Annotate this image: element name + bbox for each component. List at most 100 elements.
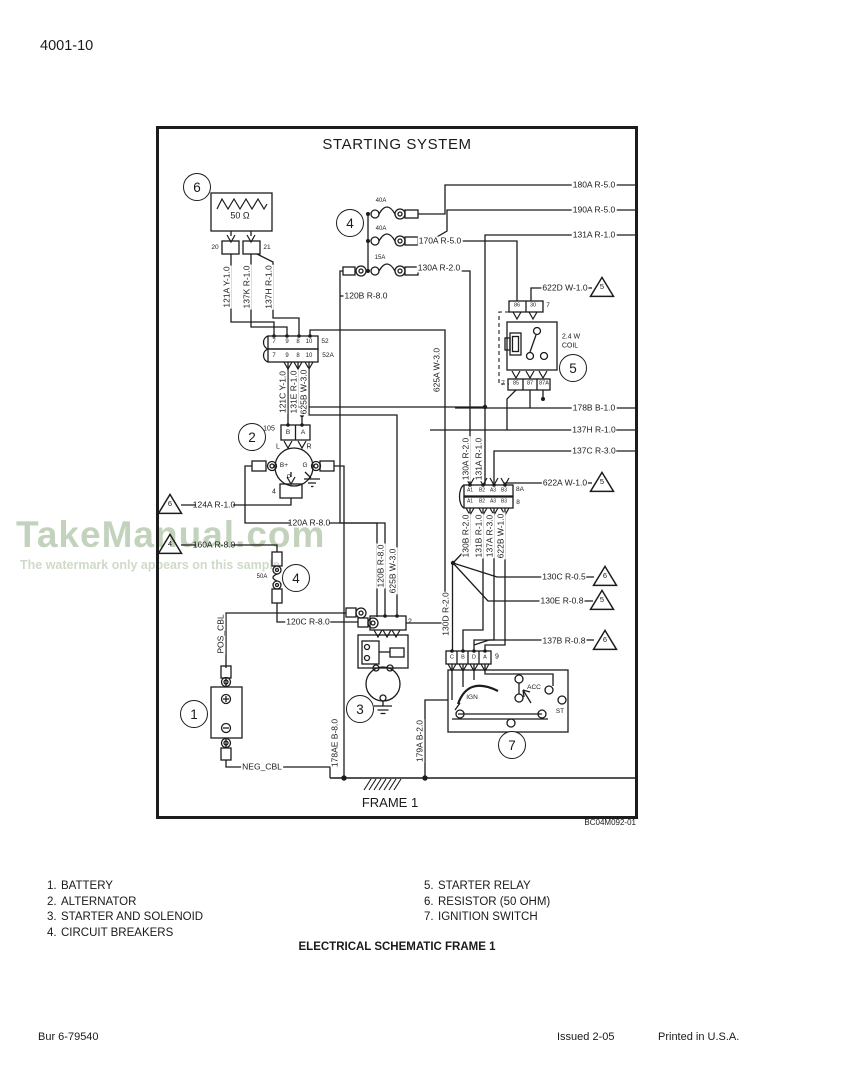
pin-label: A1 <box>466 487 474 494</box>
component-callout: 2 <box>238 423 266 451</box>
legend-item: 1. BATTERY <box>47 880 113 892</box>
legend-item-number: 4. <box>47 926 57 939</box>
wire-label-vertical: POS_CBL <box>215 613 226 655</box>
pin-label: 87 <box>526 380 534 387</box>
pin-label: 85 <box>512 380 520 387</box>
pin-label: 40A <box>375 198 387 204</box>
pin-label: 8 <box>296 339 300 345</box>
triangle-icon <box>592 564 618 587</box>
legend-item-number: 1. <box>47 880 57 892</box>
triangle-icon <box>589 275 615 298</box>
wire-label: 180A R-5.0 <box>571 179 617 190</box>
component-callout: 5 <box>559 354 587 382</box>
pin-label: 86 <box>513 302 521 309</box>
wire-label: 130E R-0.8 <box>539 595 585 606</box>
legend-item-label: RESISTOR (50 OHM) <box>438 895 551 908</box>
wire-label: 178B B-1.0 <box>571 402 617 413</box>
wire-label-vertical: 137H R-1.0 <box>263 264 274 310</box>
triangle-icon <box>592 628 618 651</box>
triangle-icon <box>157 532 183 555</box>
wire-label: 137B R-0.8 <box>541 635 587 646</box>
frame-reference-triangle: 5 <box>589 470 615 493</box>
pin-label: 7 <box>272 353 276 359</box>
component-callout: 3 <box>346 695 374 723</box>
pin-label: COIL <box>561 342 579 350</box>
wire-label: 137C R-3.0 <box>571 445 617 456</box>
wire-label-vertical: 130A R-2.0 <box>460 436 471 482</box>
page-number: 4001-10 <box>40 38 94 54</box>
wire-label-vertical: 120B R-8.0 <box>375 543 386 589</box>
pin-label: 10 <box>305 353 313 359</box>
wire-label-vertical: 622B W-1.0 <box>495 512 506 560</box>
component-callout: 4 <box>336 209 364 237</box>
component-callout: 7 <box>498 731 526 759</box>
pin-label: 8 <box>296 353 300 359</box>
pin-label: A <box>300 428 306 436</box>
legend-item-number: 5. <box>424 880 434 892</box>
wire-label: 137H R-1.0 <box>571 424 617 435</box>
wire-label-vertical: 121A Y-1.0 <box>221 265 232 309</box>
triangle-icon <box>157 492 183 515</box>
pin-label: 7 <box>272 339 276 345</box>
legend-item-label: ALTERNATOR <box>61 895 137 908</box>
pin-label: R <box>306 443 312 451</box>
pin-label: 8A <box>516 485 524 493</box>
pin-label: B <box>461 654 465 661</box>
schematic-frame <box>156 126 638 819</box>
pin-label: IGN <box>466 693 478 701</box>
pin-label: ST <box>555 707 565 715</box>
pin-label: A3 <box>489 498 497 505</box>
pin-label: 2 <box>408 618 412 626</box>
legend-item-number: 6. <box>424 895 434 908</box>
pin-label: 50A <box>256 574 268 580</box>
pin-label: G <box>302 461 308 469</box>
wire-label: 120B R-8.0 <box>343 290 389 301</box>
wire-label-vertical: 178AE B-8.0 <box>329 717 340 769</box>
wire-label: NEG_CBL <box>241 761 283 772</box>
legend-item: 7. IGNITION SWITCH <box>424 911 538 923</box>
watermark-subtext: The watermark only appears on this sampl… <box>20 558 280 572</box>
triangle-icon <box>589 470 615 493</box>
schematic-title: STARTING SYSTEM <box>322 136 472 153</box>
pin-label: D <box>472 654 476 661</box>
pin-label: A1 <box>466 498 474 505</box>
wire-label-vertical: 131E R-1.0 <box>288 369 299 415</box>
component-callout: 6 <box>183 173 211 201</box>
frame-reference-triangle: 6 <box>157 492 183 515</box>
component-callout: 1 <box>180 700 208 728</box>
legend-item-label: STARTER RELAY <box>438 880 531 892</box>
legend-item-number: 7. <box>424 911 434 923</box>
wire-label-vertical: 130D R-2.0 <box>440 591 451 637</box>
footer-doc-number: Bur 6-79540 <box>38 1031 99 1043</box>
pin-label: 20 <box>211 243 219 251</box>
frame-reference-triangle: 4 <box>157 532 183 555</box>
pin-label: 4 <box>272 488 276 496</box>
pin-label: B3 <box>500 487 508 494</box>
pin-label: 9 <box>495 653 499 661</box>
pin-label: 21 <box>263 243 271 251</box>
legend-item: 5. STARTER RELAY <box>424 880 531 892</box>
pin-label: 9 <box>285 339 289 345</box>
pin-label: A <box>483 654 487 661</box>
legend-item: 6. RESISTOR (50 OHM) <box>424 896 550 908</box>
wire-label-vertical: 130B R-2.0 <box>460 513 471 559</box>
legend-item-label: IGNITION SWITCH <box>438 911 538 923</box>
wire-label: 124A R-1.0 <box>192 499 236 510</box>
frame-reference-triangle: 6 <box>592 564 618 587</box>
component-callout: 4 <box>282 564 310 592</box>
pin-label: ACC <box>527 683 541 691</box>
legend-item-label: BATTERY <box>61 880 113 892</box>
pin-label: B3 <box>500 498 508 505</box>
drawing-number: BC04M092-01 <box>584 818 636 827</box>
frame-reference-triangle: 5 <box>589 588 615 611</box>
pin-label: B+ <box>279 461 289 469</box>
pin-label: 7 <box>501 379 505 387</box>
wire-label-vertical: 121C Y-1.0 <box>277 369 288 415</box>
pin-label: 87A <box>539 380 549 387</box>
pin-label: 105 <box>263 425 275 433</box>
wire-label: 120C R-8.0 <box>285 616 331 627</box>
pin-label: 50 Ω <box>230 210 250 221</box>
footer-issued: Issued 2-05 <box>557 1031 615 1043</box>
schematic-caption: ELECTRICAL SCHEMATIC FRAME 1 <box>298 941 496 953</box>
